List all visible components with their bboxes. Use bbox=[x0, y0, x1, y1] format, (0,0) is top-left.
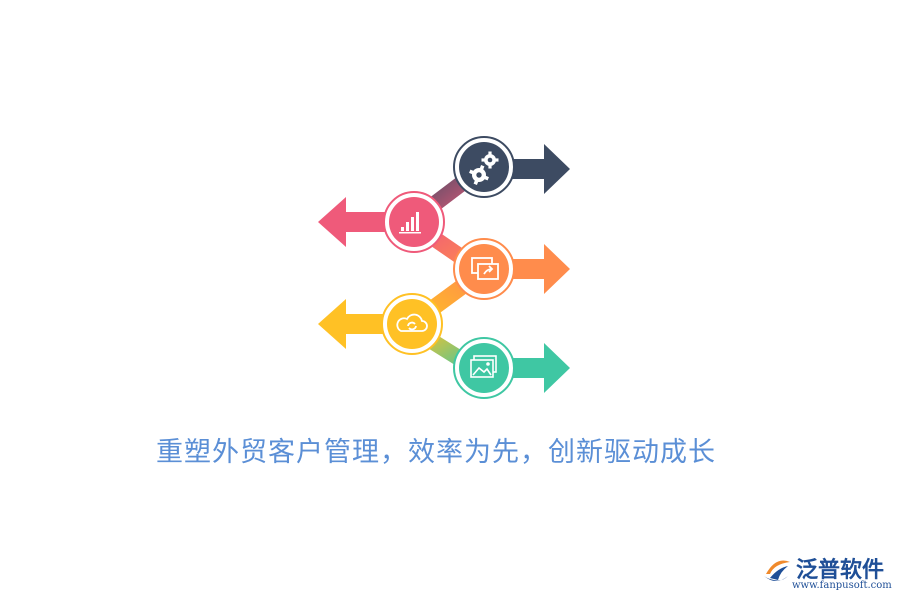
bar-chart-icon bbox=[399, 212, 421, 234]
step-1-node bbox=[453, 136, 515, 198]
cloud-sync-icon bbox=[396, 313, 428, 332]
brand-url: www.fanpusoft.com bbox=[792, 580, 892, 591]
image-gallery-icon bbox=[470, 355, 497, 378]
step-4-node bbox=[381, 293, 443, 355]
step-5-node bbox=[453, 337, 515, 399]
brand-logo-block[interactable]: 泛普软件 www.fanpusoft.com bbox=[760, 552, 895, 596]
caption-text: 重塑外贸客户管理，效率为先，创新驱动成长 bbox=[156, 437, 716, 468]
gears-icon bbox=[469, 151, 499, 185]
screen-share-icon bbox=[471, 257, 499, 280]
step-2-node bbox=[383, 191, 445, 253]
brand-logo-icon bbox=[764, 560, 790, 581]
step-3-node bbox=[453, 238, 515, 300]
brand-name: 泛普软件 bbox=[796, 558, 885, 583]
